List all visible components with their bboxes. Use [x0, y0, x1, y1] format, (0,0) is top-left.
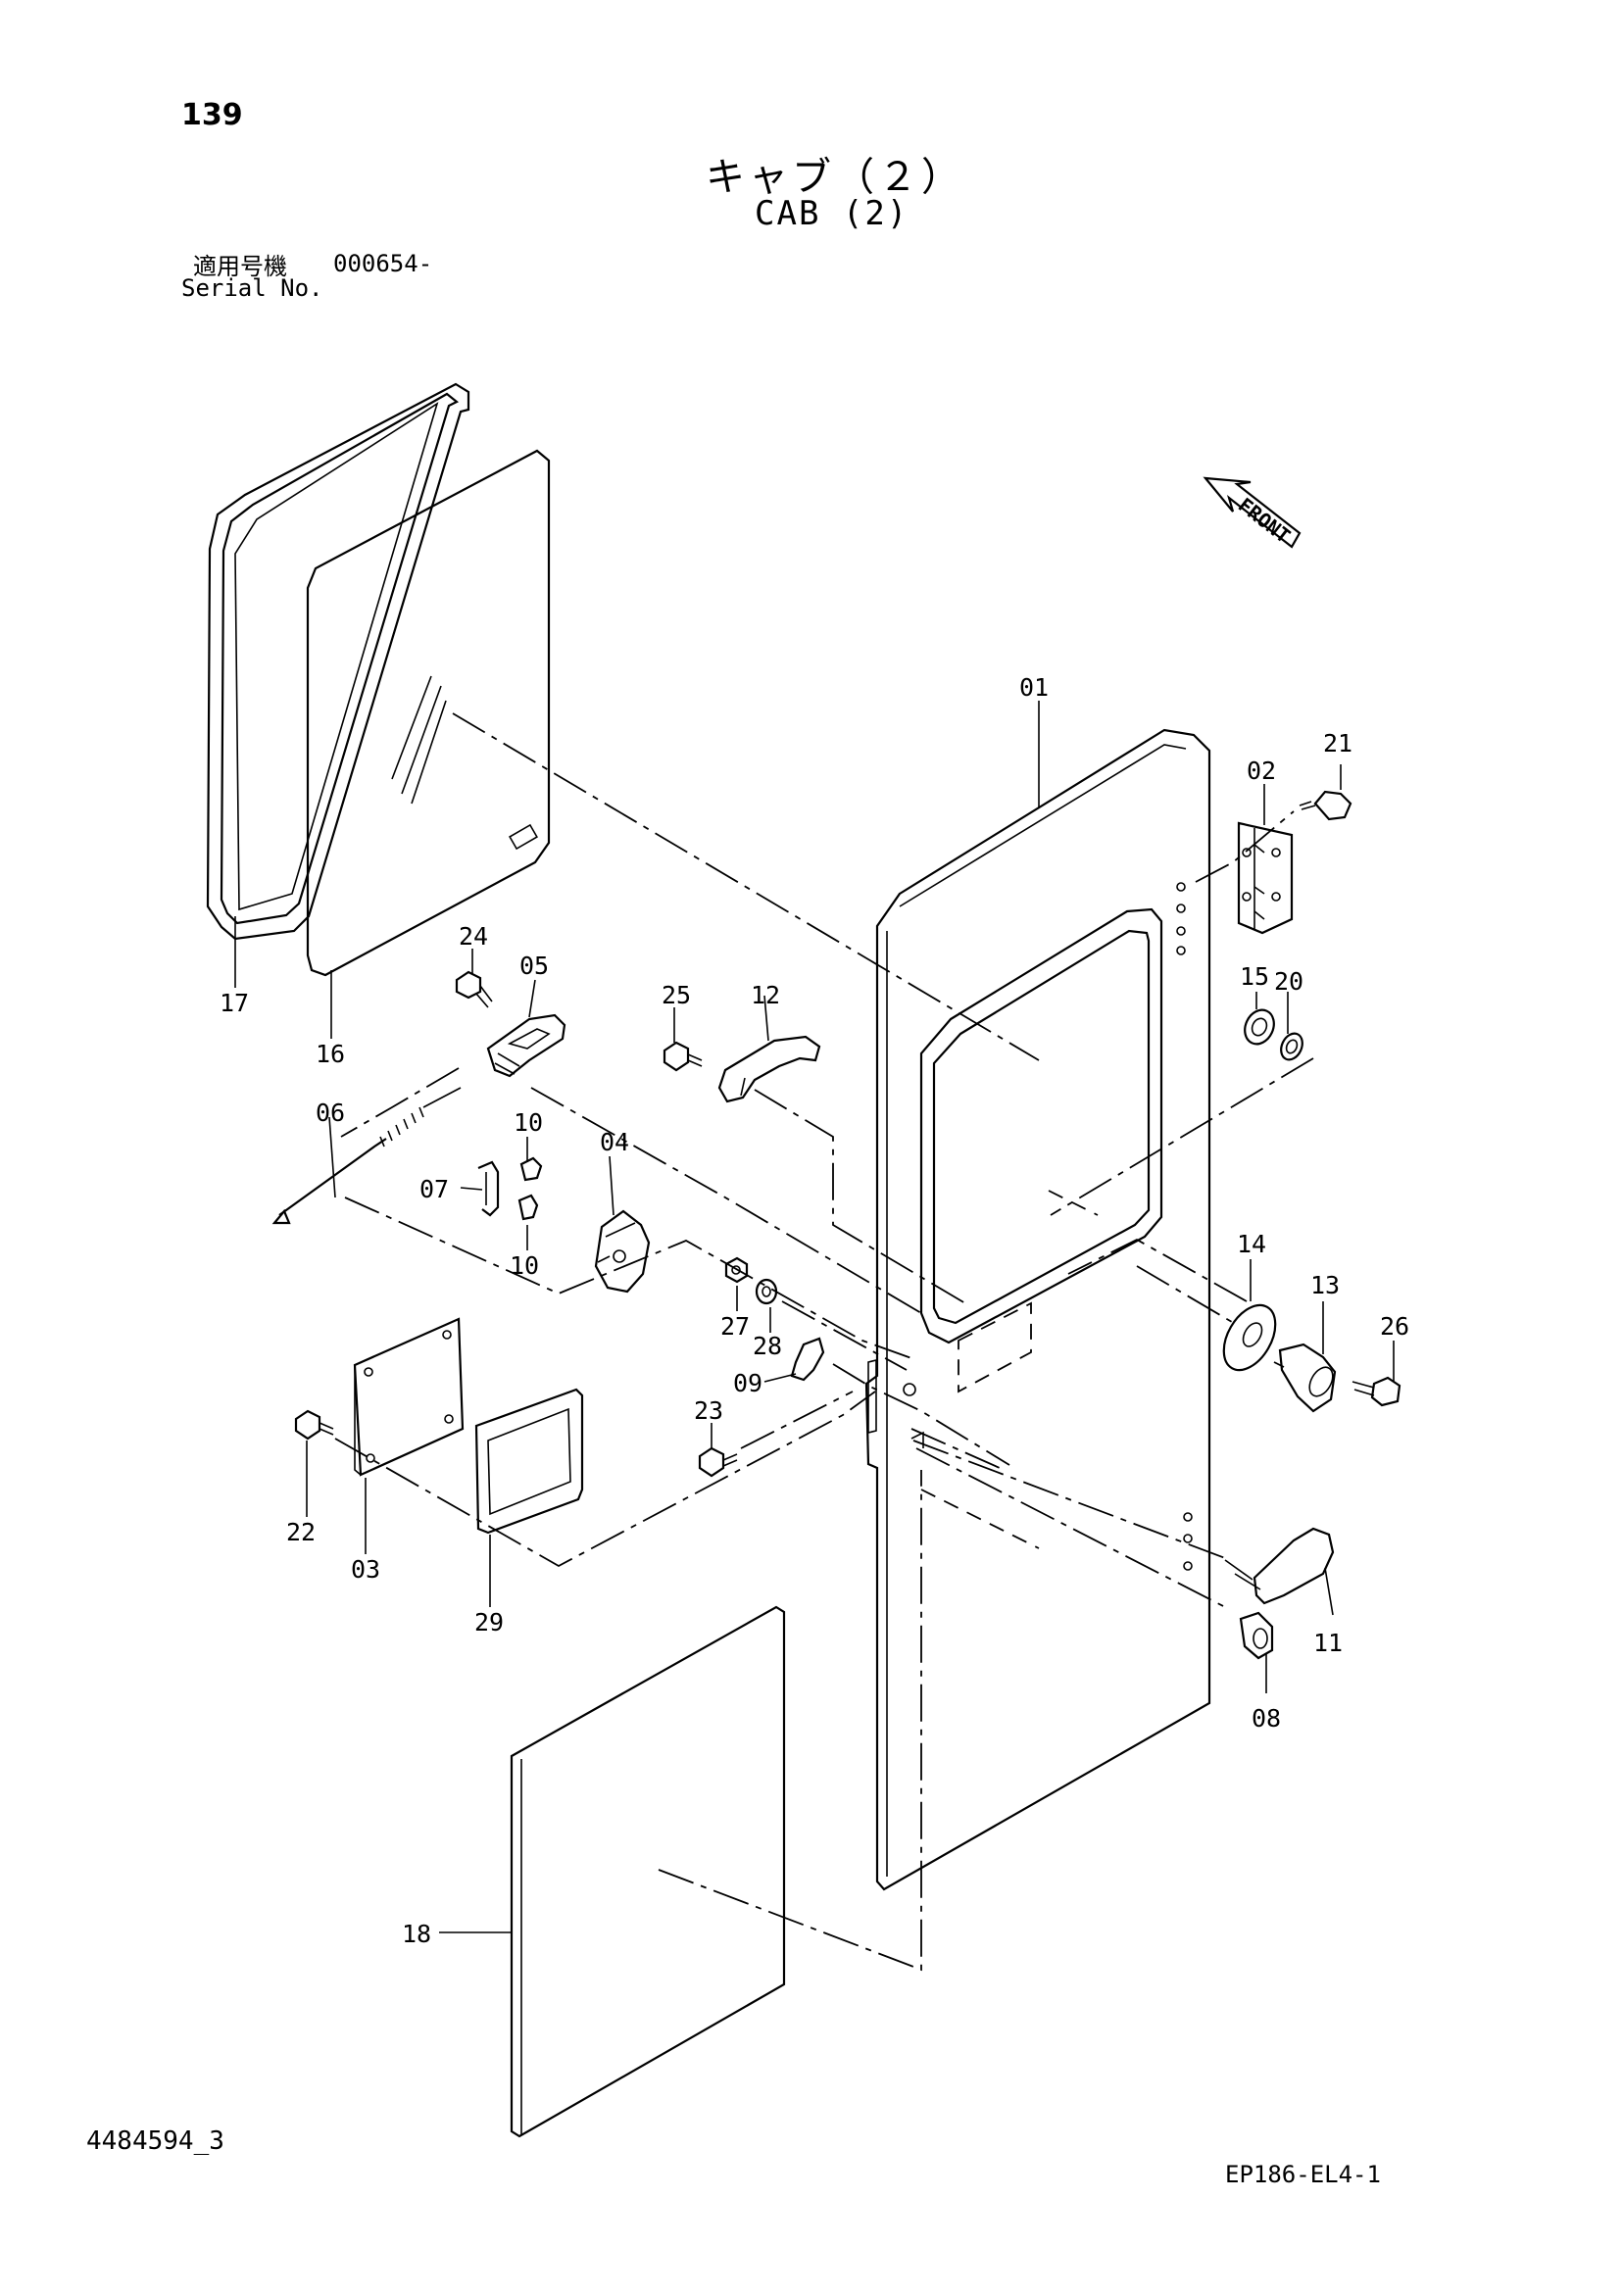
label-14: 14 [1237, 1230, 1266, 1258]
page-number: 139 [181, 98, 243, 132]
part-05-lock-lever [486, 1013, 566, 1078]
label-12: 12 [751, 981, 780, 1009]
part-number-labels: 01 02 21 15 20 14 13 26 11 08 12 25 24 0… [220, 673, 1409, 1948]
part-10-clip-upper [519, 1156, 543, 1182]
part-10-clip-lower [517, 1194, 539, 1221]
label-02: 02 [1247, 757, 1276, 785]
label-03: 03 [351, 1555, 380, 1584]
part-24-bolt [455, 970, 493, 1008]
part-13-striker [1278, 1343, 1337, 1413]
label-07: 07 [419, 1175, 449, 1203]
serial-label-japanese: 適用号機 [193, 253, 287, 280]
label-25: 25 [662, 981, 691, 1009]
label-13: 13 [1310, 1271, 1340, 1299]
label-09: 09 [733, 1369, 762, 1397]
part-03-cover-plate [353, 1317, 465, 1477]
label-23: 23 [694, 1396, 723, 1425]
page-title-english: CAB (2) [755, 194, 909, 233]
part-07-bracket [477, 1160, 500, 1217]
label-17: 17 [220, 989, 249, 1017]
part-29-gasket [474, 1388, 584, 1535]
part-08-key-cylinder [1239, 1611, 1274, 1660]
label-28: 28 [753, 1332, 782, 1360]
front-arrow-icon: FRONT [1203, 476, 1302, 549]
label-27: 27 [720, 1312, 750, 1341]
part-22-bolt [294, 1409, 334, 1441]
label-04: 04 [600, 1128, 629, 1156]
label-08: 08 [1252, 1704, 1281, 1733]
label-26: 26 [1380, 1312, 1409, 1341]
label-10-upper: 10 [514, 1108, 543, 1137]
part-23-bolt [698, 1446, 738, 1478]
label-15: 15 [1240, 962, 1269, 991]
label-18: 18 [402, 1920, 431, 1948]
label-29: 29 [474, 1608, 504, 1637]
document-id: 4484594_3 [86, 2126, 224, 2156]
part-21-bolt [1299, 790, 1352, 821]
part-17-window-seal [206, 382, 470, 941]
label-20: 20 [1274, 967, 1303, 996]
part-12-inside-handle [717, 1035, 821, 1103]
part-20-snap-ring [1280, 1032, 1303, 1061]
label-01: 01 [1019, 673, 1049, 702]
part-01-door-panel [864, 728, 1211, 1891]
serial-label-english: Serial No. [181, 274, 323, 302]
part-15-bushing [1244, 1008, 1275, 1046]
part-02-hinge [1237, 821, 1294, 935]
label-06: 06 [316, 1099, 345, 1127]
part-04-door-lock [594, 1209, 651, 1294]
hidden-lines [920, 1190, 1099, 1549]
part-11-outside-handle [1224, 1527, 1335, 1605]
serial-number-value: 000654- [333, 250, 433, 277]
part-09-latch-clip [790, 1337, 825, 1382]
diagram-code: EP186-EL4-1 [1225, 2161, 1381, 2188]
label-22: 22 [286, 1518, 316, 1546]
part-18-door-trim [510, 1605, 786, 2138]
part-14-striker-plate [1222, 1303, 1277, 1372]
front-label: FRONT [1234, 493, 1295, 548]
part-16-window-glass [306, 449, 551, 977]
label-05: 05 [519, 952, 549, 980]
page-title-japanese: キャブ（２） [706, 155, 964, 200]
label-24: 24 [459, 922, 488, 951]
label-16: 16 [316, 1040, 345, 1068]
label-11: 11 [1313, 1629, 1343, 1657]
leader-lines [234, 701, 1395, 1933]
label-10-lower: 10 [510, 1251, 539, 1280]
assembly-lines [334, 712, 1314, 1972]
part-06-rod-spring [271, 1087, 462, 1225]
part-26-bolt [1352, 1376, 1401, 1407]
part-25-bolt [663, 1041, 703, 1072]
part-28-washer [755, 1278, 778, 1305]
label-21: 21 [1323, 729, 1352, 757]
